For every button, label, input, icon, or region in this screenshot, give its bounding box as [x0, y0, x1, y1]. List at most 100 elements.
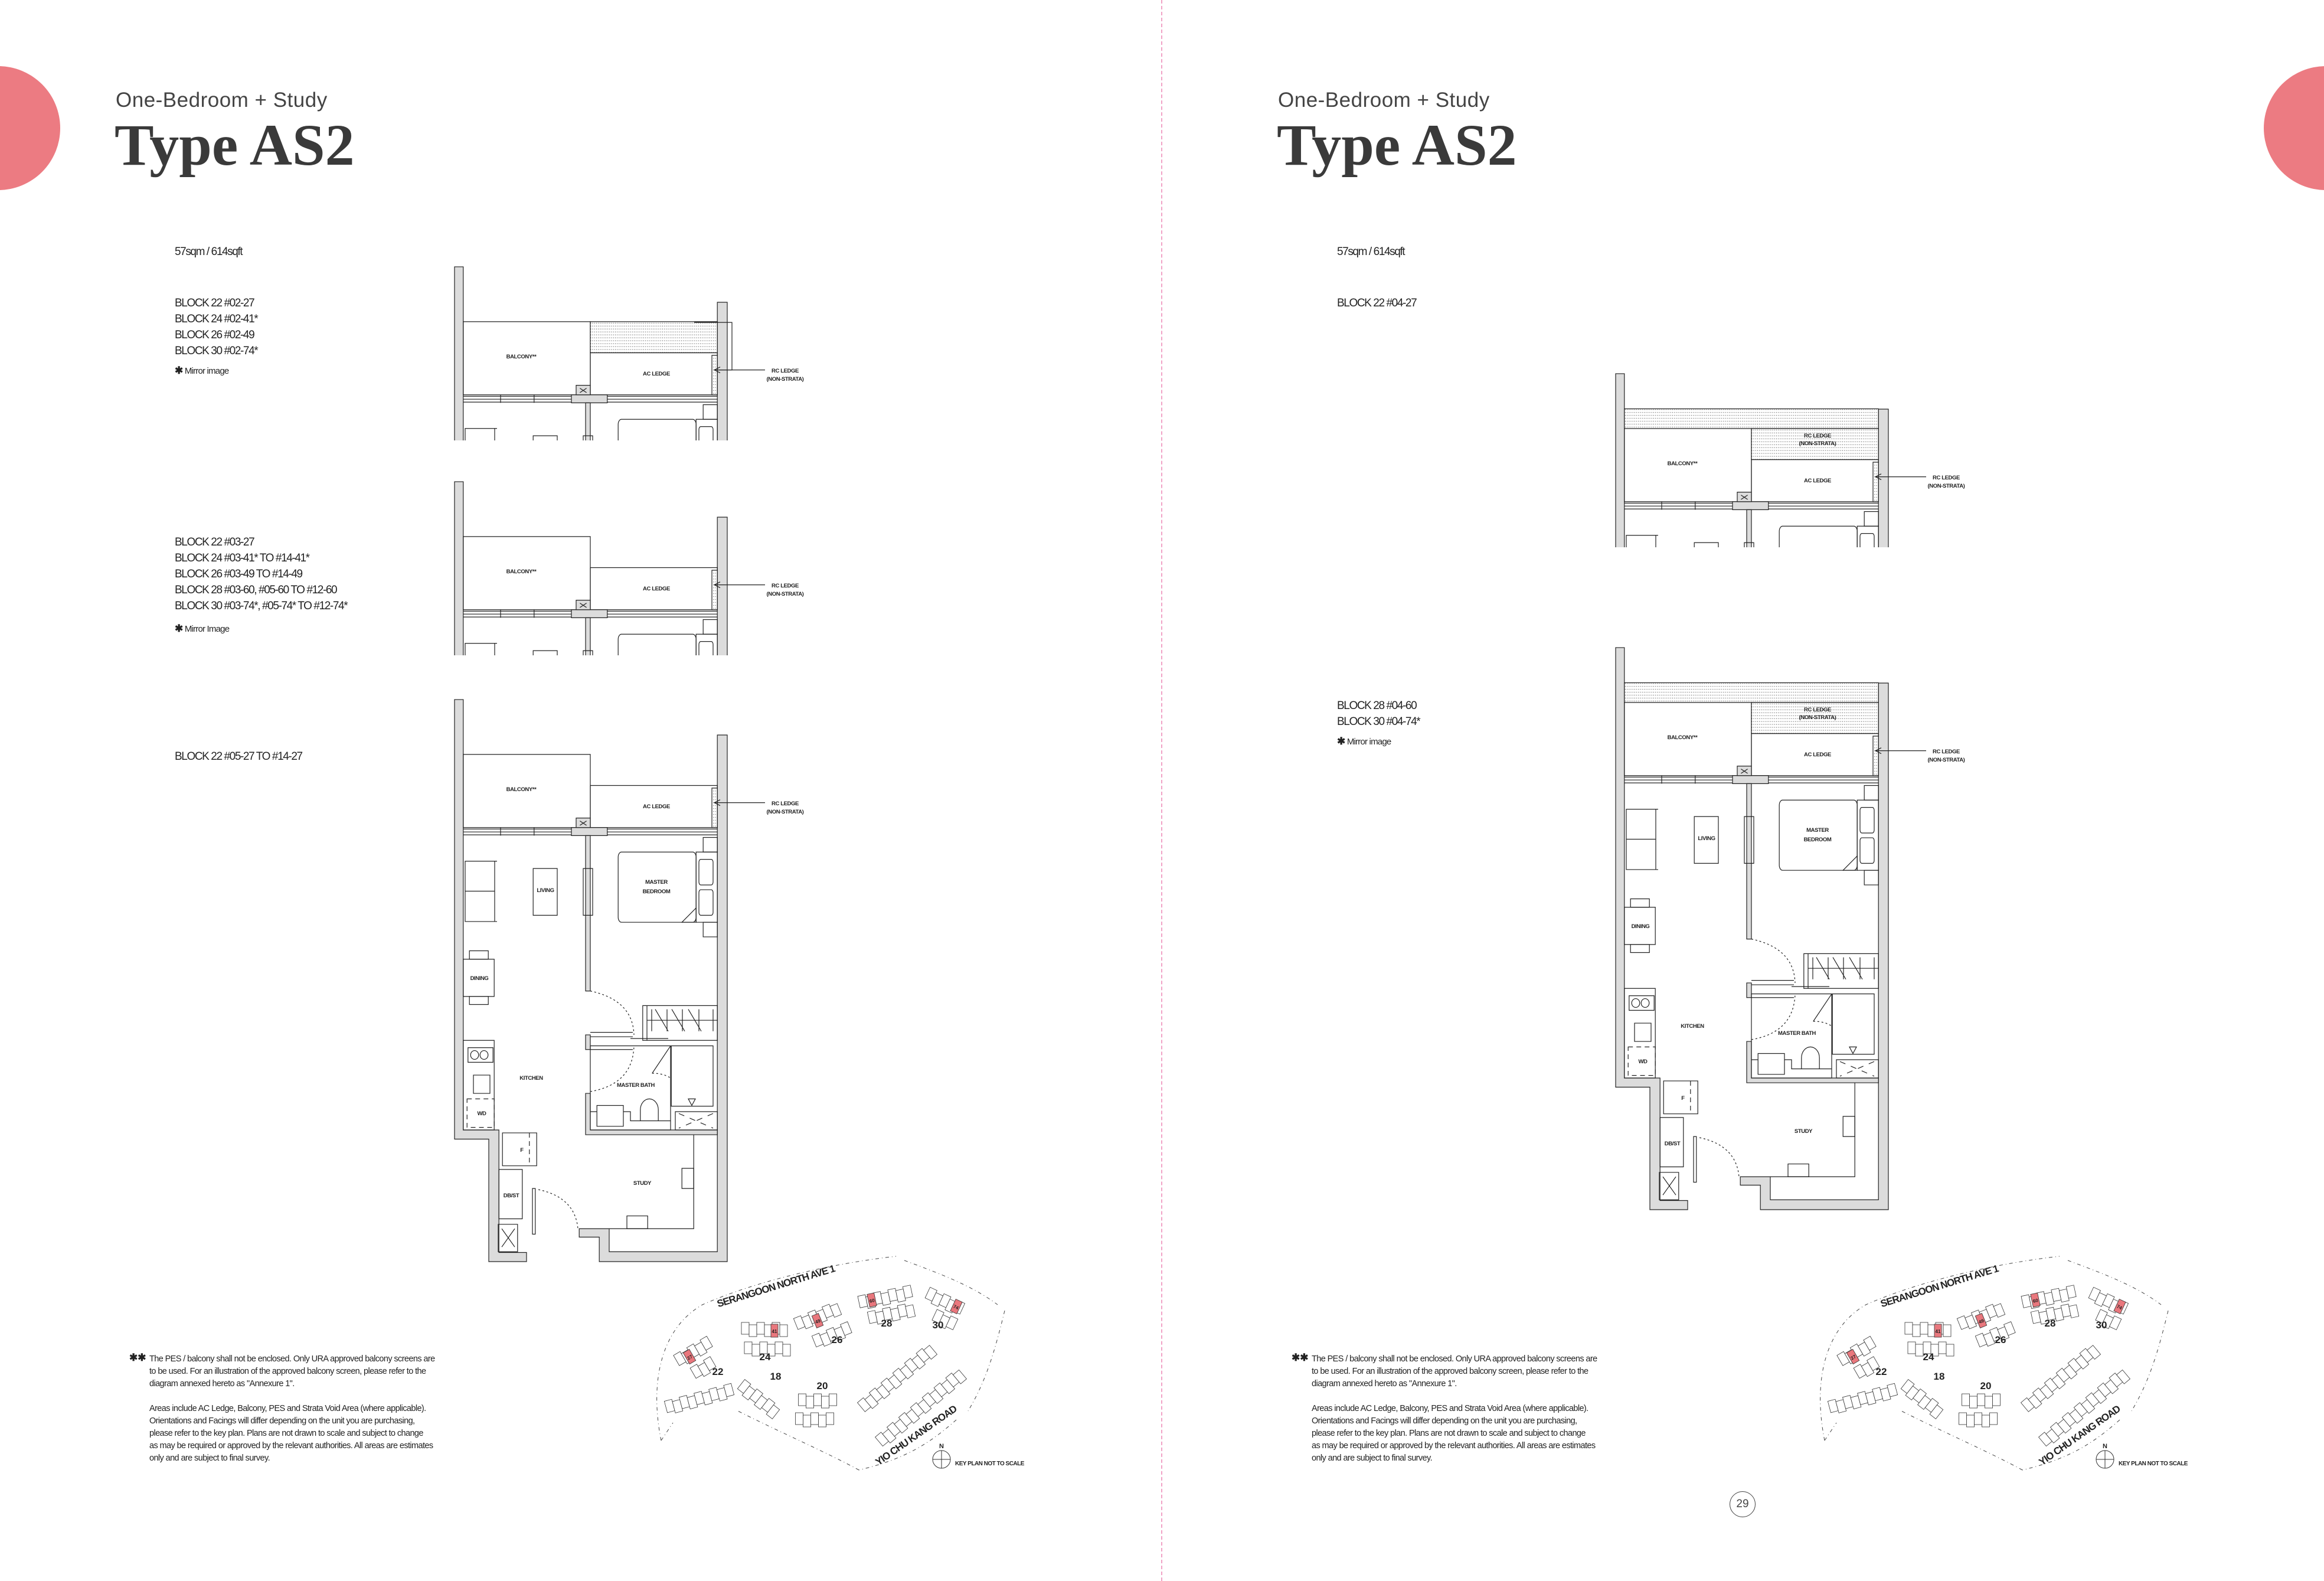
- unit-line: BLOCK 24 #02-41*: [175, 313, 259, 325]
- unit-block: [829, 1303, 842, 1318]
- unit-block: [1974, 1412, 1982, 1425]
- unit-block: [1977, 1393, 1985, 1406]
- ac-ledge-label: AC LEDGE: [1804, 752, 1831, 758]
- mirror-note: ✱ Mirror Image: [175, 623, 230, 635]
- unit-block: [2087, 1345, 2101, 1360]
- block-cluster: [798, 1393, 837, 1409]
- highlighted-unit-fill: [811, 1313, 824, 1328]
- pink-semicircle-left: [0, 66, 60, 190]
- ac-ledge-label: AC LEDGE: [643, 371, 670, 377]
- block-cluster: [741, 1322, 788, 1337]
- unit-block: [703, 1356, 717, 1371]
- highlighted-unit: 60: [867, 1292, 877, 1308]
- mirror-note: ✱ Mirror image: [175, 365, 229, 377]
- note-line: diagram annexed hereto as "Annexure 1".: [1312, 1379, 1457, 1389]
- mirror-note-text: Mirror image: [1346, 737, 1391, 747]
- block-number-label: 28: [2045, 1318, 2056, 1329]
- unit-block: [1887, 1383, 1898, 1397]
- mirror-note: ✱ Mirror image: [1337, 736, 1391, 747]
- unit-block: [700, 1335, 713, 1351]
- study-label: STUDY: [633, 1180, 652, 1187]
- unit-block: [1966, 1415, 1975, 1428]
- highlighted-unit: 27: [682, 1348, 697, 1365]
- unit-block: [1992, 1393, 2001, 1406]
- unit-block: [923, 1345, 938, 1360]
- page-title: Type AS2: [115, 112, 355, 178]
- ac-ledge-label: AC LEDGE: [643, 803, 670, 810]
- block-number-label: 28: [881, 1318, 893, 1329]
- wd-label: WD: [1638, 1059, 1648, 1065]
- block-cluster: [1907, 1341, 1954, 1357]
- unit-line: BLOCK 24 #03-41* TO #14-41*: [175, 552, 310, 564]
- highlighted-unit-number: 60: [869, 1298, 875, 1304]
- unit-block: [806, 1396, 814, 1409]
- note-line: please refer to the key plan. Plans are …: [1312, 1429, 1586, 1438]
- highlighted-unit-number: 41: [772, 1329, 777, 1334]
- road-label-north: SERANGOON NORTH AVE 1: [1879, 1263, 2000, 1309]
- dbst-label: DB/ST: [1665, 1141, 1681, 1147]
- page-number: 29: [1730, 1491, 1756, 1517]
- block-number-label: 22: [712, 1366, 724, 1377]
- block-number-label: 30: [2096, 1319, 2107, 1331]
- dining-label: DINING: [1632, 923, 1650, 930]
- unit-block: [945, 1315, 959, 1331]
- asterisk-icon: ✱: [175, 365, 183, 376]
- note-line: as may be required or approved by the re…: [1312, 1441, 1596, 1451]
- block-number-label: 26: [832, 1334, 843, 1345]
- unit-block: [748, 1324, 757, 1337]
- unit-block: [723, 1383, 735, 1397]
- unit-area: 57sqm / 614sqft: [175, 246, 243, 258]
- unit-block: [810, 1412, 819, 1425]
- unit-block: [2065, 1285, 2077, 1299]
- kitchen-label: KITCHEN: [519, 1075, 543, 1082]
- unit-block: [1938, 1341, 1947, 1354]
- block-cluster: [744, 1341, 791, 1357]
- unit-block: [905, 1304, 916, 1318]
- block-cluster: [2030, 1304, 2080, 1325]
- site-boundary: [1820, 1256, 2169, 1471]
- highlighted-unit-fill: [1975, 1313, 1988, 1328]
- unit-block: [826, 1412, 834, 1425]
- non-strata-label: (NON-STRATA): [1799, 440, 1836, 447]
- block-cluster: [811, 1321, 852, 1348]
- block-number-label: 26: [1995, 1334, 2006, 1345]
- highlighted-unit-number: 49: [1978, 1318, 1985, 1325]
- unit-block: [829, 1393, 837, 1406]
- master-label: MASTER: [1806, 827, 1829, 834]
- unit-block: [2109, 1315, 2122, 1331]
- note-line: only and are subject to final survey.: [1312, 1453, 1433, 1463]
- floor-plan-partial-3: RC LEDGE (NON-STRATA) BALCONY** AC LEDGE…: [1615, 373, 1965, 547]
- note-line: The PES / balcony shall not be enclosed.…: [149, 1354, 435, 1364]
- block-cluster: [1959, 1412, 1998, 1428]
- highlighted-unit-fill: [1934, 1324, 1942, 1338]
- block-cluster: [689, 1356, 717, 1379]
- balcony-label: BALCONY**: [506, 786, 537, 793]
- unit-block: [1907, 1341, 1916, 1354]
- block-cluster: [1962, 1393, 2001, 1409]
- block-cluster: [1853, 1356, 1880, 1379]
- unit-block: [795, 1412, 803, 1425]
- highlighted-unit-number: 49: [815, 1318, 822, 1325]
- compass-cross: [2096, 1451, 2114, 1468]
- unit-block: [1982, 1415, 1990, 1428]
- highlighted-unit: 27: [1846, 1348, 1860, 1365]
- highlighted-unit-fill: [2113, 1298, 2126, 1315]
- block-cluster: [1975, 1321, 2016, 1348]
- unit-block: [774, 1341, 783, 1354]
- rc-ledge-label: RC LEDGE: [772, 583, 799, 589]
- north-label: N: [939, 1443, 944, 1450]
- unit-block: [1962, 1393, 1970, 1406]
- floor-plan-partial-2: BALCONY** AC LEDGE RC LEDGE (NON-STRATA): [454, 481, 804, 655]
- highlighted-unit-fill: [950, 1298, 963, 1315]
- block-cluster: [795, 1412, 834, 1428]
- highlighted-unit-fill: [867, 1292, 877, 1308]
- note-line: please refer to the key plan. Plans are …: [149, 1429, 423, 1438]
- block-number-label: 18: [770, 1371, 782, 1382]
- notes-right: The PES / balcony shall not be enclosed.…: [1312, 1353, 1597, 1477]
- unit-block: [1912, 1324, 1921, 1337]
- unit-block: [1915, 1344, 1924, 1357]
- living-label: LIVING: [537, 887, 554, 894]
- unit-block: [1867, 1356, 1880, 1371]
- note-line: as may be required or approved by the re…: [149, 1441, 433, 1451]
- highlighted-unit: 49: [811, 1313, 824, 1328]
